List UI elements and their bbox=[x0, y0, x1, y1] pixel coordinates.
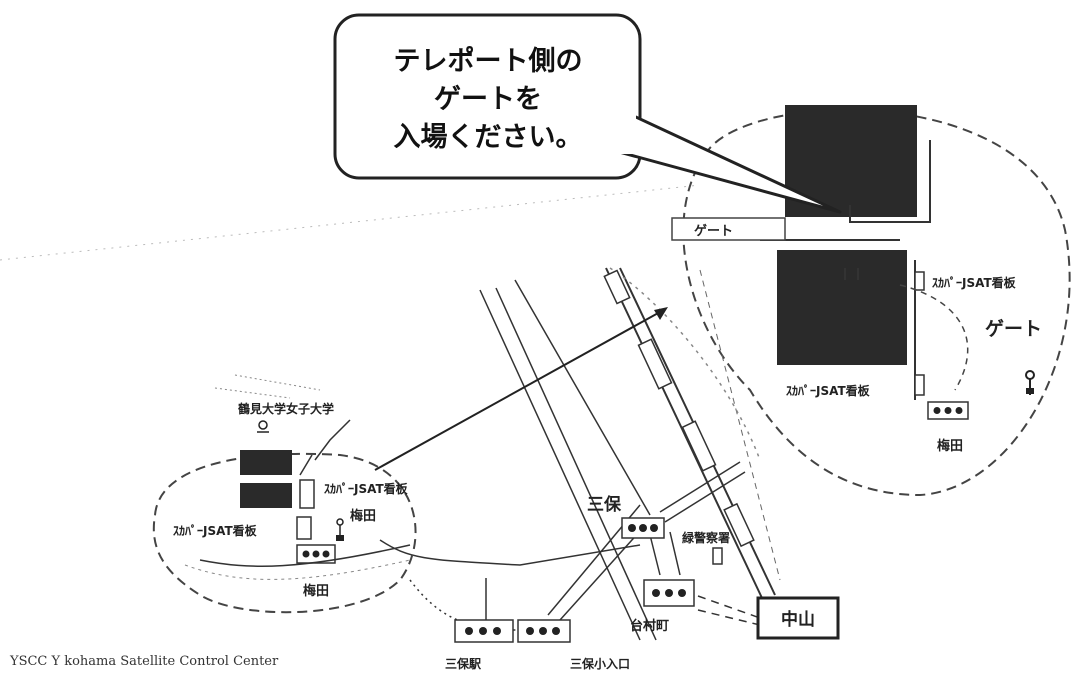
university-icon bbox=[257, 420, 269, 433]
callout-box bbox=[333, 13, 642, 180]
callout-line-1: テレポート側の bbox=[394, 46, 583, 77]
inset-gate-label-right: ゲート bbox=[985, 318, 1042, 340]
inset-gate-arc bbox=[899, 284, 969, 391]
callout-line-2: ゲートを bbox=[434, 84, 542, 115]
callout-line-3: 入場ください。 bbox=[394, 122, 583, 153]
left-site-circle: 鶴見大学女子大学 ｽｶﾊﾟｰJSAT看板 梅田 ｽｶﾊﾟｰJSAT看板 梅田 bbox=[152, 374, 417, 614]
inset-gate-label-box bbox=[671, 217, 786, 241]
sanpo-entrance-label: 三保小入口 bbox=[570, 656, 630, 671]
inset-map: ゲート ｽｶﾊﾟｰJSAT看板 ｽｶﾊﾟｰJSAT看板 梅田 ゲート bbox=[671, 105, 1071, 497]
inset-sign-top: ｽｶﾊﾟｰJSAT看板 bbox=[932, 275, 1017, 290]
inset-sign-box-top bbox=[914, 271, 925, 291]
inset-umeda: 梅田 bbox=[937, 438, 963, 454]
railway bbox=[605, 267, 763, 599]
university-label: 鶴見大学女子大学 bbox=[238, 401, 334, 416]
bus-stop-icon-main bbox=[336, 518, 344, 541]
taimura-label: 台村町 bbox=[630, 618, 669, 634]
inset-entrance-line bbox=[849, 140, 931, 223]
main-sign-upper: ｽｶﾊﾟｰJSAT看板 bbox=[324, 481, 409, 496]
nakayama-box bbox=[756, 596, 840, 640]
footer-caption: YSCC Y kohama Satellite Control Center bbox=[9, 654, 279, 669]
railway-blocks bbox=[603, 269, 755, 548]
police-label: 緑警察署 bbox=[682, 530, 730, 545]
main-building-upper bbox=[240, 450, 292, 475]
main-umeda-lower: 梅田 bbox=[303, 583, 329, 599]
sanpo-station-label: 三保駅 bbox=[445, 656, 482, 671]
main-sign-box-left bbox=[296, 516, 312, 540]
inset-sign-bottom: ｽｶﾊﾟｰJSAT看板 bbox=[786, 383, 871, 398]
main-sign-left: ｽｶﾊﾟｰJSAT看板 bbox=[173, 523, 258, 538]
callout-bubble: テレポート側の ゲートを 入場ください。 bbox=[333, 13, 842, 214]
inset-gate-label-left: ゲート bbox=[694, 223, 733, 239]
inset-sign-box-bottom bbox=[914, 374, 925, 396]
inset-dashed-circle bbox=[682, 109, 1071, 497]
inset-building-bottom bbox=[777, 250, 907, 365]
bus-stop-icon bbox=[1025, 370, 1035, 395]
main-building-lower bbox=[240, 483, 292, 508]
sanpo-label: 三保 bbox=[587, 494, 622, 515]
pointer-arrow bbox=[374, 307, 668, 471]
police-box bbox=[712, 547, 723, 565]
nakayama-label: 中山 bbox=[781, 609, 815, 630]
faint-guide-line bbox=[0, 184, 701, 261]
main-umeda-upper: 梅田 bbox=[350, 508, 376, 524]
main-sign-box-upper bbox=[299, 479, 315, 509]
